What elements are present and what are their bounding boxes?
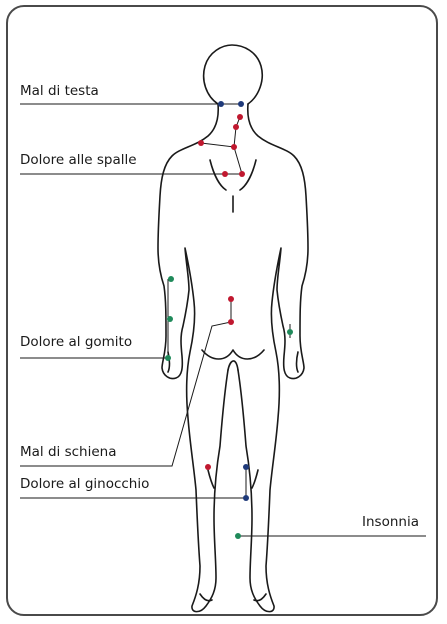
label-shoulder-pain: Dolore alle spalle [20, 154, 137, 168]
elbow-point-2 [167, 316, 173, 322]
knee-point-lower [243, 495, 249, 501]
back-point-lower [228, 319, 234, 325]
body-outline [158, 45, 308, 612]
back-point-upper [228, 296, 234, 302]
insomnia-point [235, 533, 241, 539]
label-headache: Mal di testa [20, 85, 99, 99]
label-knee-pain: Dolore al ginocchio [20, 478, 149, 492]
neck-point-1 [237, 114, 243, 120]
label-back-pain: Mal di schiena [20, 446, 116, 460]
neck-red-connector [201, 117, 240, 147]
right-knee-detail [252, 470, 258, 488]
shoulder-point-lower-left [222, 171, 228, 177]
back-leader [20, 299, 231, 466]
thigh-point [205, 464, 211, 470]
label-elbow-pain: Dolore al gomito [20, 336, 132, 350]
left-knee-detail [208, 470, 214, 488]
shoulder-point-lower-right [239, 171, 245, 177]
shoulder-point-center [231, 144, 237, 150]
headache-point-left [218, 101, 224, 107]
buttocks-outline [202, 350, 264, 359]
crotch-outline [228, 361, 238, 370]
elbow-point-3 [165, 355, 171, 361]
head-outline [204, 45, 263, 104]
right-hand-detail [297, 352, 299, 372]
leader-lines [20, 104, 426, 536]
right-forearm-point [287, 329, 293, 335]
shoulder-point-left [198, 140, 204, 146]
label-insomnia: Insonnia [362, 516, 419, 530]
spine-red-connector [234, 147, 242, 174]
knee-point-upper [243, 464, 249, 470]
elbow-point-1 [168, 276, 174, 282]
neck-point-2 [233, 124, 239, 130]
headache-point-right [238, 101, 244, 107]
